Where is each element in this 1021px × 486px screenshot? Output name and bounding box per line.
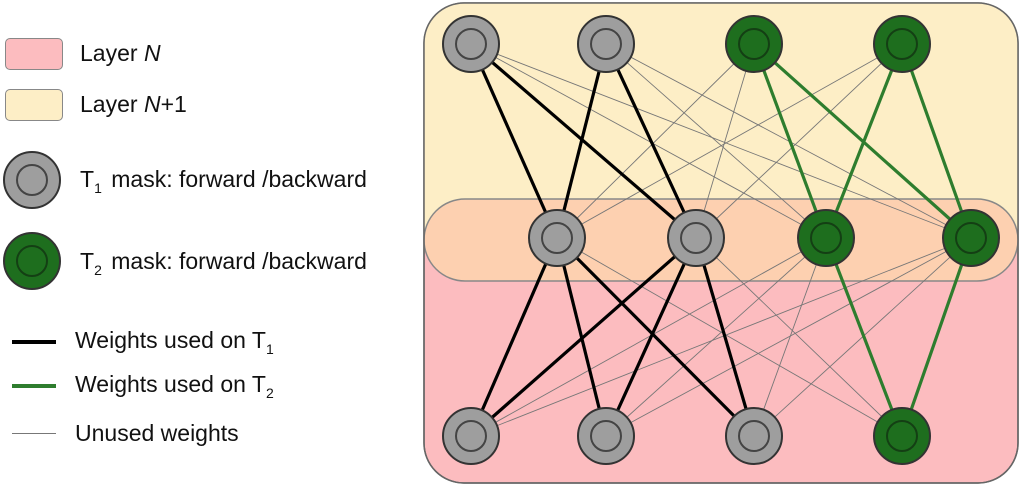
unused-weight-edge	[470, 43, 827, 239]
t1-weight-edge	[555, 43, 608, 239]
t1-mask-label: T1 mask: forward /backward	[80, 166, 367, 196]
t2-weight-edge	[824, 43, 904, 239]
unused-weight-line-icon	[12, 433, 56, 434]
unused-weight-edge	[470, 237, 972, 437]
unused-weights-label: Unused weights	[75, 420, 239, 446]
t1-weight-edge	[469, 42, 698, 240]
t2-weight-edge	[900, 43, 973, 239]
t1-weight-edge	[604, 237, 698, 437]
top-layer-node-t2	[725, 15, 783, 73]
bottom-layer-node-t2	[873, 407, 931, 465]
unused-weight-edge	[470, 43, 972, 239]
top-layer-node-t1	[442, 15, 500, 73]
unused-weight-edge	[470, 237, 827, 437]
unused-weight-edge	[556, 43, 903, 239]
t1-weight-edge	[469, 236, 698, 438]
t2-weight-edge	[824, 237, 904, 437]
t2-node-icon	[3, 232, 61, 290]
bottom-layer-node-t1	[725, 407, 783, 465]
top-layer-node-t2	[873, 15, 931, 73]
top-layer-node-t1	[577, 15, 635, 73]
t1-weight-edge	[604, 43, 698, 239]
unused-weight-edge	[556, 237, 903, 437]
network-outline	[423, 2, 1019, 484]
t1-weight-edge	[555, 236, 756, 438]
unused-weight-edge	[695, 43, 903, 239]
layer-n-swatch	[5, 38, 63, 70]
layer-n-label: Layer N	[80, 40, 161, 66]
t1-node-icon	[3, 151, 61, 209]
bottom-layer-node-t1	[442, 407, 500, 465]
unused-weight-edge	[753, 237, 827, 437]
t1-weight-line-icon	[12, 340, 56, 344]
layer-n1-swatch	[5, 89, 63, 121]
unused-weight-edge	[605, 43, 827, 239]
middle-layer-node-t1	[667, 209, 725, 267]
middle-layer-node-t2	[797, 209, 855, 267]
t1-weight-edge	[469, 237, 559, 437]
t1-weight-edge	[694, 237, 756, 437]
middle-layer-node-t2	[942, 209, 1000, 267]
middle-layer-node-t1	[528, 209, 586, 267]
unused-weight-edge	[695, 43, 755, 239]
t2-weight-edge	[752, 43, 828, 239]
unused-weight-edge	[605, 237, 972, 437]
t2-weight-line-icon	[12, 384, 56, 388]
legend: Layer N Layer N+1 T1 mask: forward /back…	[0, 0, 420, 486]
unused-weight-edge	[695, 237, 903, 437]
layer-n1-label: Layer N+1	[80, 91, 187, 117]
weights-t2-label: Weights used on T2	[75, 371, 274, 401]
t1-weight-edge	[469, 43, 559, 239]
bottom-layer-node-t1	[577, 407, 635, 465]
unused-weight-edge	[556, 43, 755, 239]
unused-weight-edge	[605, 237, 827, 437]
t2-mask-label: T2 mask: forward /backward	[80, 248, 367, 278]
weights-t1-label: Weights used on T1	[75, 327, 274, 357]
t2-weight-edge	[900, 237, 973, 437]
